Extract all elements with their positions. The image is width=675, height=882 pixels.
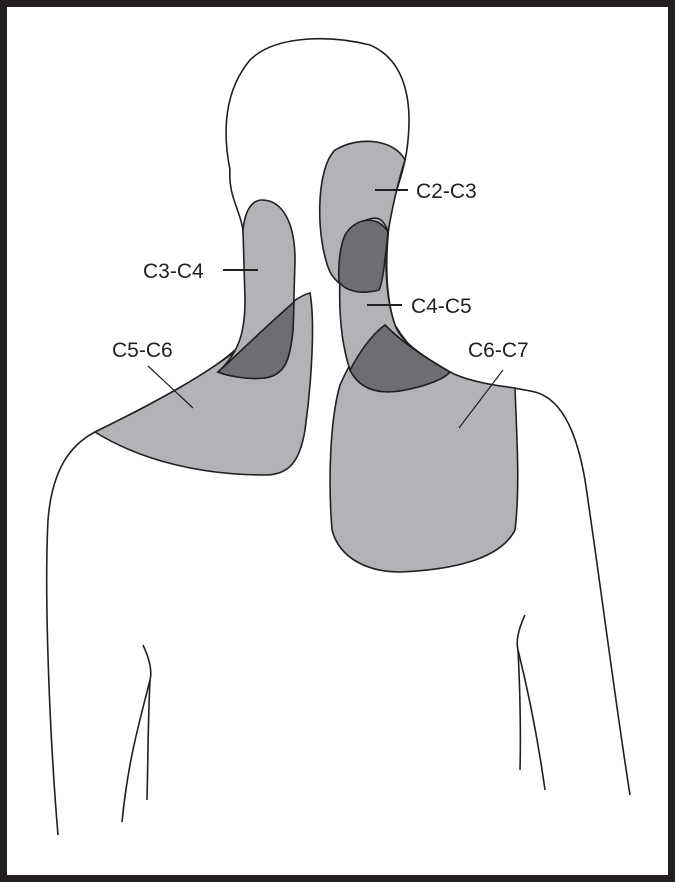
left-arm-inner-line bbox=[146, 679, 151, 801]
left-arm-line bbox=[121, 644, 152, 823]
leader-c5-c6 bbox=[147, 365, 194, 409]
label-c4-c5: C4-C5 bbox=[411, 295, 472, 318]
right-arm-inner-line bbox=[517, 649, 522, 771]
overlap-c4c5-c6c7 bbox=[349, 323, 452, 393]
label-c2-c3: C2-C3 bbox=[416, 180, 477, 203]
label-c6-c7: C6-C7 bbox=[468, 339, 529, 362]
leader-c6-c7 bbox=[458, 369, 504, 429]
label-c3-c4: C3-C4 bbox=[143, 260, 204, 283]
overlap-c3c4-c5c6 bbox=[216, 300, 295, 380]
label-c5-c6: C5-C6 bbox=[112, 339, 173, 362]
right-arm-line bbox=[516, 614, 546, 791]
overlap-c2c3-c4c5 bbox=[337, 219, 389, 293]
